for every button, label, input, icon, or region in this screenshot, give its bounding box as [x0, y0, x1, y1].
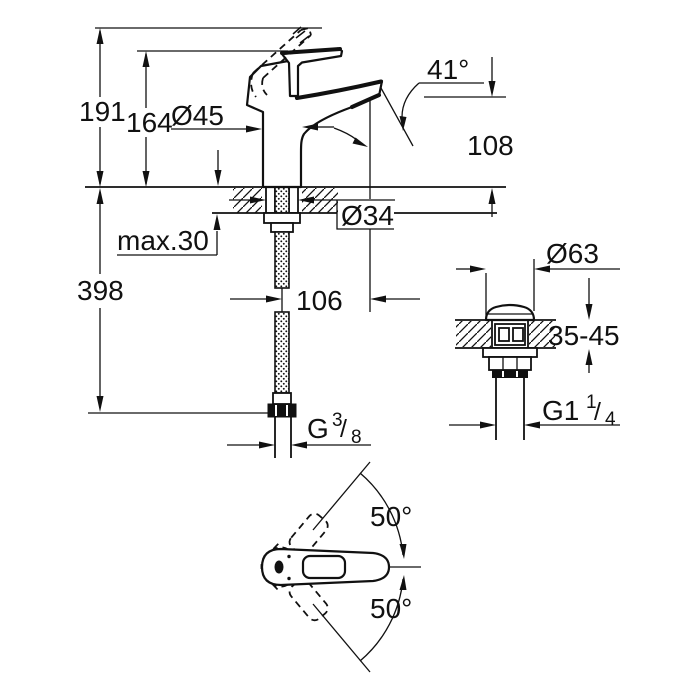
- dimension-height-108: 108: [424, 57, 514, 217]
- spout-axis-line: [380, 87, 414, 147]
- waste-nut: [488, 356, 532, 371]
- lever-handle: [280, 47, 344, 98]
- dimension-reach-106: 106: [230, 285, 420, 316]
- faucet-side-view: 191 164 Ø45 41°: [77, 26, 514, 458]
- waste-thread-band: [492, 370, 528, 378]
- label-deck-max30: max.30: [117, 225, 209, 256]
- dimension-thread-g114: G1 1 / 4: [449, 392, 620, 430]
- flex-hose-lower: [274, 311, 290, 394]
- dimension-deck-35-45: 35-45: [548, 278, 620, 373]
- flex-hose-upper: [274, 231, 290, 289]
- label-angle-41: 41°: [427, 54, 469, 85]
- waste-flange: [482, 347, 538, 358]
- dimension-swivel-upper-50: 50°: [359, 472, 412, 559]
- label-height-164: 164: [126, 107, 173, 138]
- label-swivel-lower-50: 50°: [370, 593, 412, 624]
- label-thread-g38-prefix: G: [307, 413, 329, 444]
- label-diameter-45: Ø45: [171, 100, 224, 131]
- waste-tailpipe: [495, 378, 525, 440]
- mounting-shank-and-hose: [263, 186, 301, 458]
- dimension-diameter-63: Ø63: [456, 238, 620, 317]
- faucet-top-view: 50° 50°: [260, 461, 421, 673]
- label-diameter-63: Ø63: [546, 238, 599, 269]
- waste-fitting: [482, 303, 538, 440]
- hose-connection-nut: [267, 403, 297, 418]
- dimension-angle-41: 41°: [399, 54, 484, 131]
- mounting-nut: [270, 222, 294, 233]
- label-thread-g114-prefix: G1: [542, 395, 579, 426]
- aerator-face: [350, 93, 381, 109]
- hose-in-shank: [274, 186, 290, 214]
- swivel-ref-line-up: [312, 461, 371, 531]
- faucet-body-outline: [245, 59, 384, 189]
- label-thread-g114-numerator: 1: [586, 392, 597, 413]
- dimension-diameter-45: Ø45: [171, 100, 368, 147]
- mounting-washer: [263, 212, 301, 224]
- supply-thread-tube: [274, 417, 292, 458]
- spout-top-edge: [295, 79, 383, 100]
- dimension-swivel-lower-50: 50°: [359, 575, 412, 662]
- handle-end-detail: [274, 560, 284, 574]
- label-deck-35-45: 35-45: [548, 320, 620, 351]
- waste-cap: [484, 303, 536, 322]
- label-thread-g38-denominator: 8: [351, 427, 362, 448]
- lever-top-view: [301, 554, 347, 580]
- dimension-height-164: 164: [126, 50, 288, 187]
- label-diameter-34: Ø34: [341, 200, 394, 231]
- hose-collar: [272, 392, 292, 405]
- label-reach-106: 106: [296, 285, 343, 316]
- swivel-ref-line-down: [312, 603, 371, 673]
- label-swivel-upper-50: 50°: [370, 501, 412, 532]
- label-thread-g38-numerator: 3: [332, 410, 343, 431]
- label-height-108: 108: [467, 130, 514, 161]
- waste-countertop-section: [455, 319, 556, 349]
- waste-fitting-view: Ø63 35-45 G1 1 / 4: [449, 238, 620, 440]
- dimension-deck-max30: max.30: [117, 150, 222, 256]
- dimension-diameter-34: Ø34: [229, 196, 395, 231]
- label-thread-g114-denominator: 4: [605, 409, 616, 430]
- dimension-height-191: 191: [79, 27, 322, 187]
- dimension-length-398: 398: [77, 188, 268, 414]
- label-length-398: 398: [77, 275, 124, 306]
- dimension-thread-g38: G 3 / 8: [227, 410, 371, 449]
- label-height-191: 191: [79, 96, 126, 127]
- label-thread-g38-slash: /: [340, 415, 347, 443]
- label-thread-g114-slash: /: [594, 398, 601, 426]
